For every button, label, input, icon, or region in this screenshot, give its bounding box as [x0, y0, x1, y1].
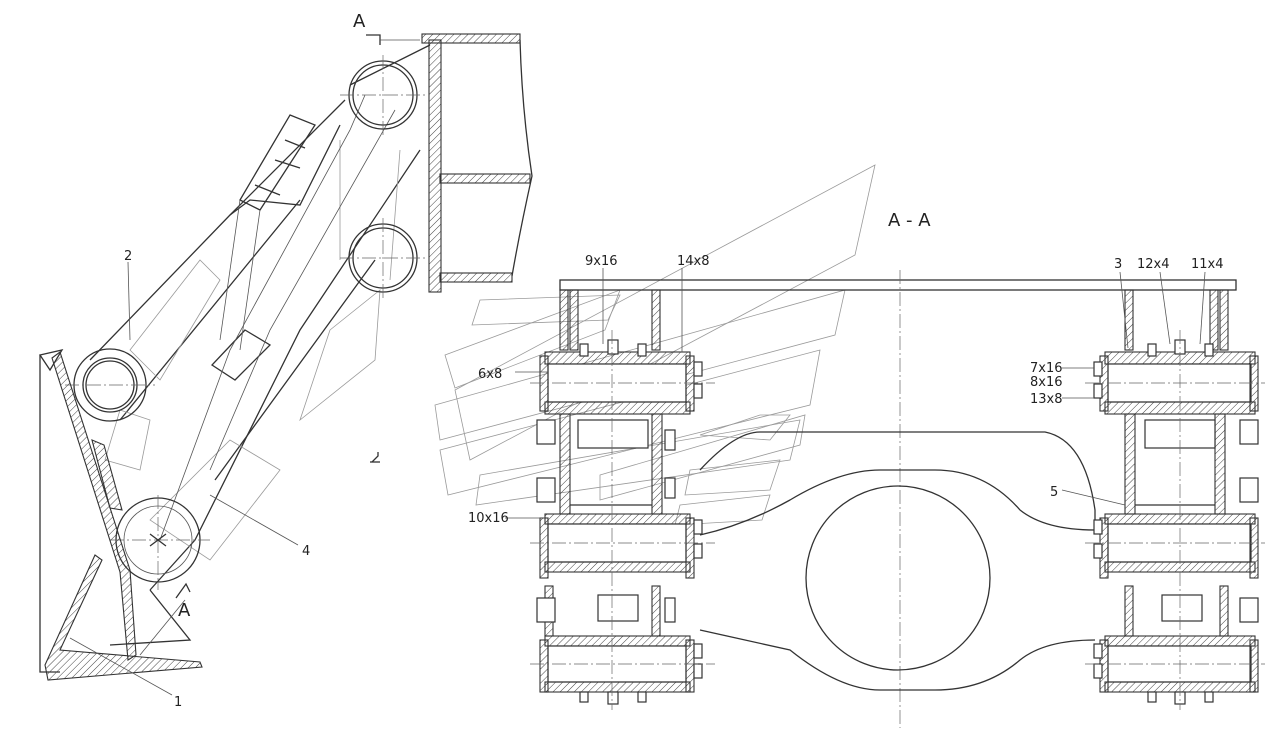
label-7x16: 7x16 — [1030, 361, 1063, 376]
label-13x8: 13x8 — [1030, 392, 1063, 407]
boom-side-view: A A 2 4 1 — [38, 11, 533, 710]
label-2: 2 — [124, 249, 132, 264]
label-3: 3 — [1114, 257, 1122, 272]
blade — [38, 349, 203, 681]
frame-web — [428, 39, 442, 293]
label-11x4: 11x4 — [1191, 257, 1224, 272]
section-title: A - A — [888, 210, 931, 231]
label-8x16: 8x16 — [1030, 375, 1063, 390]
leaders — [505, 268, 1206, 519]
label-6x8: 6x8 — [478, 367, 502, 382]
frame-bottom-flange — [439, 272, 513, 283]
label-1: 1 — [174, 695, 182, 710]
upper-pin — [340, 55, 425, 135]
hydraulic-cylinder — [210, 114, 316, 381]
frame-mid-flange — [439, 173, 531, 184]
label-14x8: 14x8 — [677, 254, 710, 269]
section-a-a: A - A — [468, 210, 1265, 728]
middle-pin — [340, 218, 425, 298]
lower-left-pin — [65, 348, 155, 422]
section-mark-top: A — [353, 11, 366, 32]
center-link — [699, 431, 1096, 691]
right-stack — [1085, 289, 1265, 710]
label-10x16: 10x16 — [468, 511, 509, 526]
label-5: 5 — [1050, 485, 1058, 500]
frame-top-flange — [421, 33, 521, 44]
label-4: 4 — [302, 544, 310, 559]
left-stack — [530, 289, 715, 710]
label-9x16: 9x16 — [585, 254, 618, 269]
top-beam — [559, 279, 1237, 291]
label-12x4: 12x4 — [1137, 257, 1170, 272]
section-mark-bottom: A — [178, 600, 191, 621]
